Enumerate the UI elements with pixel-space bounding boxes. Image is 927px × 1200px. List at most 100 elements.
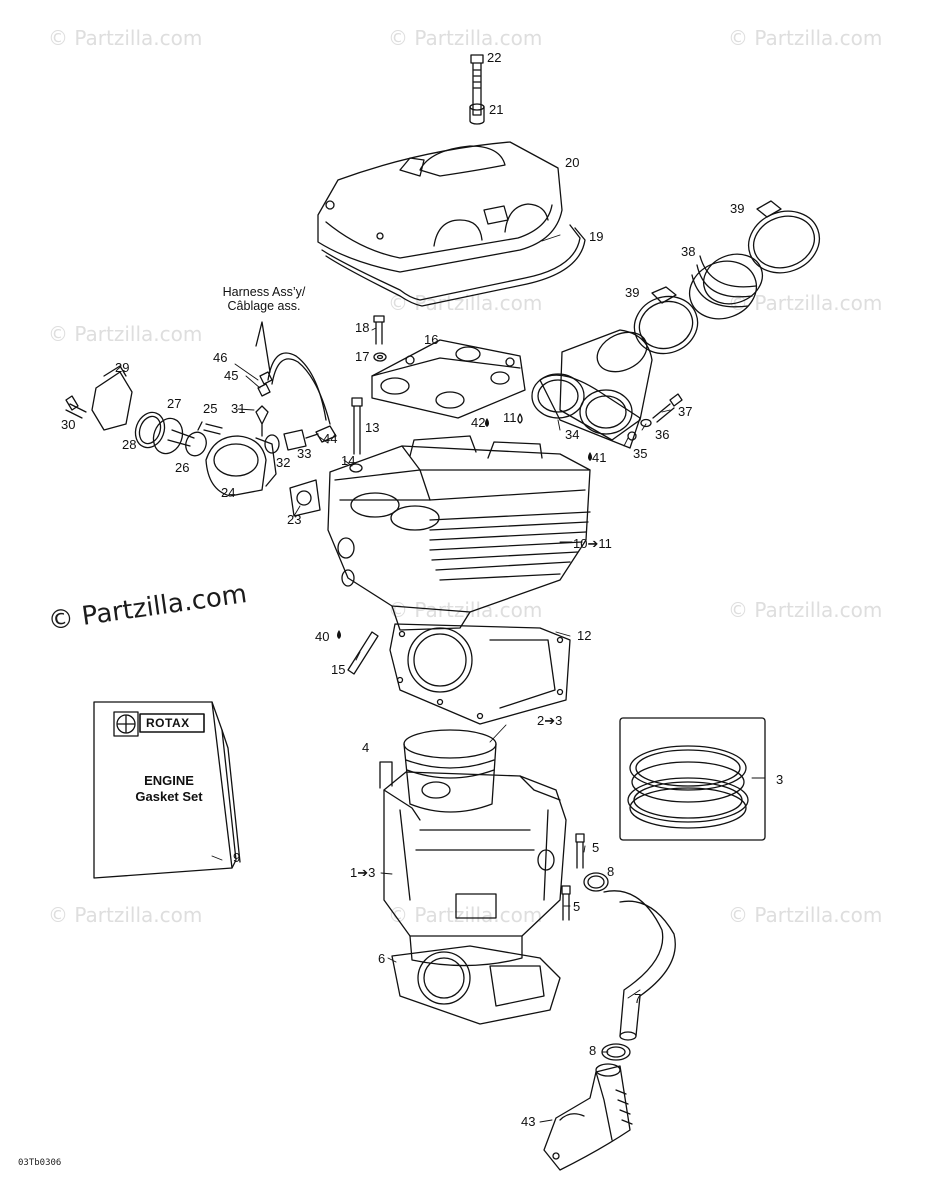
gasket-kit-title-line2: Gasket Set [135, 789, 203, 804]
part-20-valve-cover [317, 141, 563, 273]
callout-15: 15 [331, 662, 346, 677]
callout-39: 39 [730, 201, 745, 216]
part-44-connector [315, 425, 337, 443]
part-10-cylinder-head [327, 435, 591, 631]
callout-2-3: 2➔3 [537, 713, 563, 728]
callout-26: 26 [175, 460, 190, 475]
oil-drop-markers [337, 418, 592, 639]
part-30-screw [65, 395, 87, 419]
watermark: © Partzilla.com [728, 26, 883, 50]
part-15-dowel-tube [347, 631, 379, 675]
callout-36: 36 [655, 427, 670, 442]
part-8-clamp-upper [583, 872, 609, 892]
rotax-brand: ROTAX [146, 716, 190, 730]
part-43-water-pump-housing [543, 1063, 633, 1171]
callout-42: 42 [471, 415, 486, 430]
callout-43: 43 [521, 1114, 536, 1129]
harness-wire [255, 321, 331, 425]
callout-30: 30 [61, 417, 76, 432]
callout-6: 6 [378, 951, 386, 966]
part-31-sensor [255, 405, 269, 437]
part-25-screw [197, 421, 223, 435]
watermark: © Partzilla.com [728, 291, 883, 315]
part-39-clamp-upper [747, 200, 821, 274]
part-46-connector [259, 371, 273, 385]
part-22-bolt [470, 54, 484, 116]
callout-32: 32 [276, 455, 291, 470]
part-16-camshaft-holder [371, 339, 526, 419]
part-18-screw [373, 315, 385, 345]
part-11-marker [517, 413, 523, 424]
callout-14: 14 [341, 453, 356, 468]
part-21-grommet [469, 103, 485, 125]
callout-12: 12 [577, 628, 592, 643]
part-5-screw-lower [561, 885, 571, 921]
callout-7: 7 [634, 991, 642, 1006]
part-19-cover-gasket [321, 224, 586, 307]
callout-8: 8 [607, 864, 615, 879]
part-33-temperature-sensor [283, 429, 319, 451]
gasket-kit-title-line1: ENGINE [144, 773, 194, 788]
part-28-oring [134, 411, 166, 449]
part-39-clamp-lower [633, 286, 699, 355]
part-29-thermostat-cover [91, 365, 133, 431]
callout-10-11: 10➔11 [573, 536, 612, 551]
callout-21: 21 [489, 102, 504, 117]
callout-37: 37 [678, 404, 693, 419]
watermark: © Partzilla.com [48, 322, 203, 346]
watermark: © Partzilla.com [48, 903, 203, 927]
harness-note: Harness Ass’y/ Câblage ass. [200, 285, 328, 313]
callout-20: 20 [565, 155, 580, 170]
part-23-housing-gasket [289, 479, 321, 517]
callout-8: 8 [589, 1043, 597, 1058]
part-7-coolant-hose [603, 890, 676, 1041]
watermark: © Partzilla.com [728, 598, 883, 622]
callout-1-3: 1➔3 [350, 865, 376, 880]
part-32-oring [264, 434, 280, 454]
callout-18: 18 [355, 320, 370, 335]
callout-39: 39 [625, 285, 640, 300]
callout-13: 13 [365, 420, 380, 435]
drawing-code: 03Tb0306 [18, 1158, 62, 1168]
callout-28: 28 [122, 437, 137, 452]
part-2-piston [403, 729, 497, 813]
callout-5: 5 [592, 840, 600, 855]
part-6-base-gasket [391, 945, 561, 1025]
callout-27: 27 [167, 396, 182, 411]
harness-note-line2: Câblage ass. [227, 299, 301, 313]
part-26-thermostat-seal [185, 431, 207, 457]
callout-17: 17 [355, 349, 370, 364]
callout-22: 22 [487, 50, 502, 65]
callout-29: 29 [115, 360, 130, 375]
part-36-washer [640, 418, 652, 428]
part-5-screw-upper [575, 833, 585, 869]
callout-9: 9 [233, 850, 241, 865]
gasket-kit-title: ENGINE Gasket Set [104, 773, 234, 805]
callout-11: 11 [503, 410, 517, 425]
callout-44: 44 [323, 431, 338, 446]
callout-35: 35 [633, 446, 648, 461]
callout-41: 41 [592, 450, 607, 465]
harness-note-line1: Harness Ass’y/ [222, 285, 306, 299]
callout-4: 4 [362, 740, 370, 755]
callout-5: 5 [573, 899, 581, 914]
watermark: © Partzilla.com [728, 903, 883, 927]
part-38-intake-boot [688, 253, 764, 320]
part-13-head-bolt [351, 397, 363, 455]
callout-19: 19 [589, 229, 604, 244]
part-1-cylinder [379, 761, 567, 967]
callout-16: 16 [424, 332, 439, 347]
callout-34: 34 [565, 427, 580, 442]
callout-40: 40 [315, 629, 330, 644]
part-37-screw [652, 393, 683, 423]
leader-lines [211, 234, 766, 1123]
part-17-washer [373, 352, 387, 362]
part-45-terminal [257, 383, 271, 397]
part-24-thermostat-housing [205, 435, 277, 497]
watermark: © Partzilla.com [388, 26, 543, 50]
part-3-ring-set-box [619, 717, 766, 841]
callout-46: 46 [213, 350, 228, 365]
callout-45: 45 [224, 368, 239, 383]
